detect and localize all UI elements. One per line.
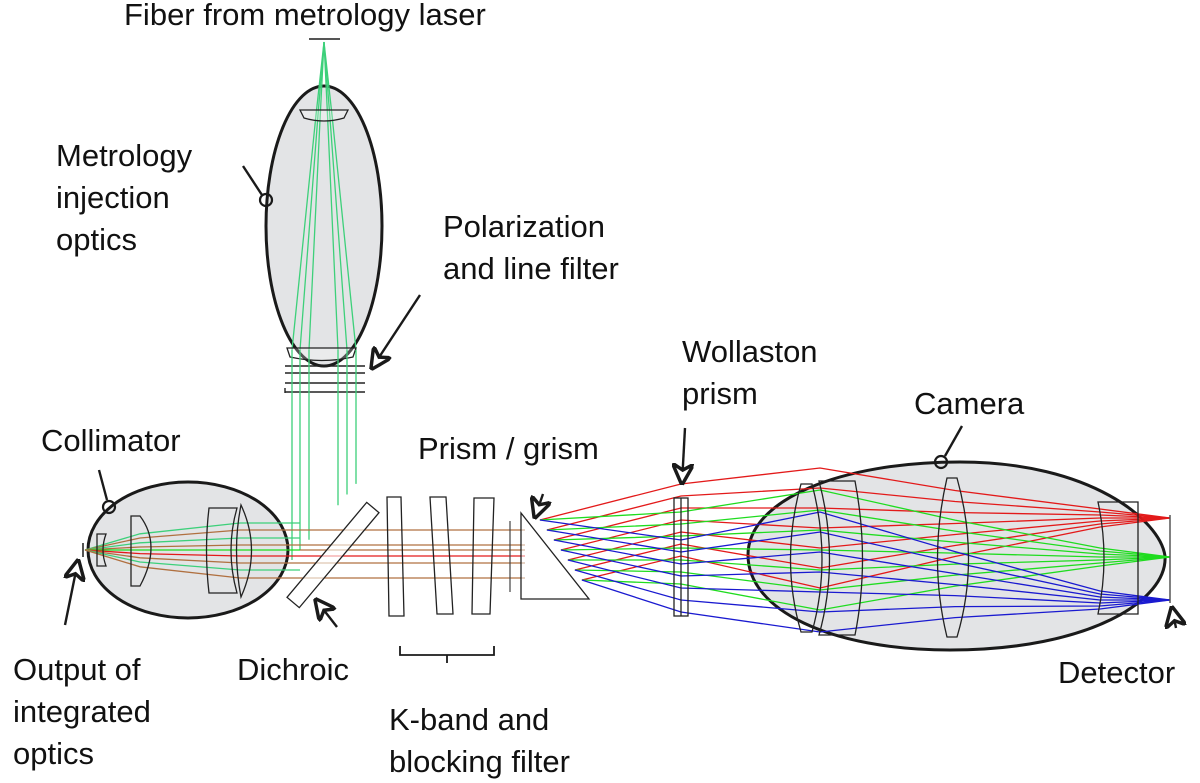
dispersed-ray	[560, 549, 1170, 601]
metrology-pointer	[241, 165, 264, 196]
metrology-ray	[323, 41, 339, 351]
collimator-ray	[84, 549, 300, 564]
label-prism-grism: Prism / grism	[418, 431, 599, 466]
collimator-lens-1	[130, 515, 152, 587]
camera-lens-1	[789, 483, 823, 633]
collimator-lens-3	[235, 502, 253, 600]
collimator-ray	[84, 544, 300, 551]
collimator-lens-2	[205, 507, 238, 594]
prism-pointer	[535, 493, 543, 517]
dispersed-ray	[567, 559, 1171, 604]
label-fiber: Fiber from metrology laser	[124, 0, 486, 32]
collimator-pointer-ring	[101, 499, 117, 515]
dispersed-ray	[546, 509, 1171, 558]
dispersed-ray	[539, 489, 1171, 558]
metrology-ray	[323, 41, 348, 351]
metrology-ray	[323, 41, 357, 351]
collimator-ray	[84, 549, 300, 571]
metrology-ray	[299, 41, 325, 351]
prism-grism-element	[520, 511, 591, 600]
dispersed-ray	[581, 579, 1171, 633]
label-dichroic: Dichroic	[237, 652, 349, 687]
metrology-ray	[291, 41, 325, 351]
collimator-field-lens	[96, 533, 107, 567]
collimator-pointer	[97, 469, 109, 501]
dichroic-pointer	[316, 600, 338, 628]
kband-filter-3	[471, 497, 495, 615]
camera-lens-2	[818, 480, 864, 636]
wollaston-pointer	[682, 427, 685, 483]
pointers	[65, 165, 1176, 663]
label-wollaston: Wollaston prism	[682, 334, 818, 411]
collimator-ray	[84, 522, 300, 551]
metrology-lens-top	[298, 109, 350, 122]
collimator-ray	[84, 529, 300, 551]
collimator-ray	[84, 549, 300, 579]
metrology-collimated-rays	[291, 350, 357, 560]
kband-bracket	[399, 646, 495, 663]
kband-filter-2	[429, 496, 454, 615]
kband-filter-1	[386, 496, 405, 617]
metrology-ray	[308, 41, 325, 351]
label-kband: K-band and blocking filter	[389, 702, 570, 779]
dispersed-ray	[539, 467, 1171, 521]
science-rays	[84, 467, 1171, 633]
label-camera: Camera	[914, 386, 1025, 421]
dispersed-ray	[539, 511, 1171, 601]
collimator-ray	[84, 549, 300, 557]
dispersed-ray	[574, 569, 1171, 613]
label-output-io: Output of integrated optics	[13, 652, 151, 771]
label-polarization: Polarization and line filter	[443, 209, 619, 286]
metrology-pointer-ring	[258, 192, 274, 208]
label-metrology-injection: Metrology injection optics	[56, 138, 193, 257]
output-io-pointer	[65, 561, 78, 626]
dispersed-ray	[546, 529, 1171, 601]
detector-pointer	[1172, 608, 1176, 628]
label-collimator: Collimator	[41, 423, 181, 458]
polarization-filter-stack	[284, 365, 365, 393]
collimator-ray	[84, 537, 300, 551]
metrology-rays	[291, 41, 357, 351]
dispersed-ray	[546, 487, 1171, 531]
wollaston-prism-element	[673, 497, 689, 617]
camera-lens-3	[936, 477, 970, 638]
camera-pointer-ring	[933, 454, 949, 470]
polarization-pointer	[372, 294, 422, 368]
dispersed-ray	[553, 539, 1171, 601]
dichroic-plate	[286, 501, 380, 609]
camera-pointer	[943, 425, 964, 457]
label-detector: Detector	[1058, 655, 1176, 690]
camera-field-flattener	[1097, 501, 1139, 615]
metrology-injection-enclosure	[264, 84, 384, 368]
metrology-lens-bottom	[286, 347, 357, 362]
